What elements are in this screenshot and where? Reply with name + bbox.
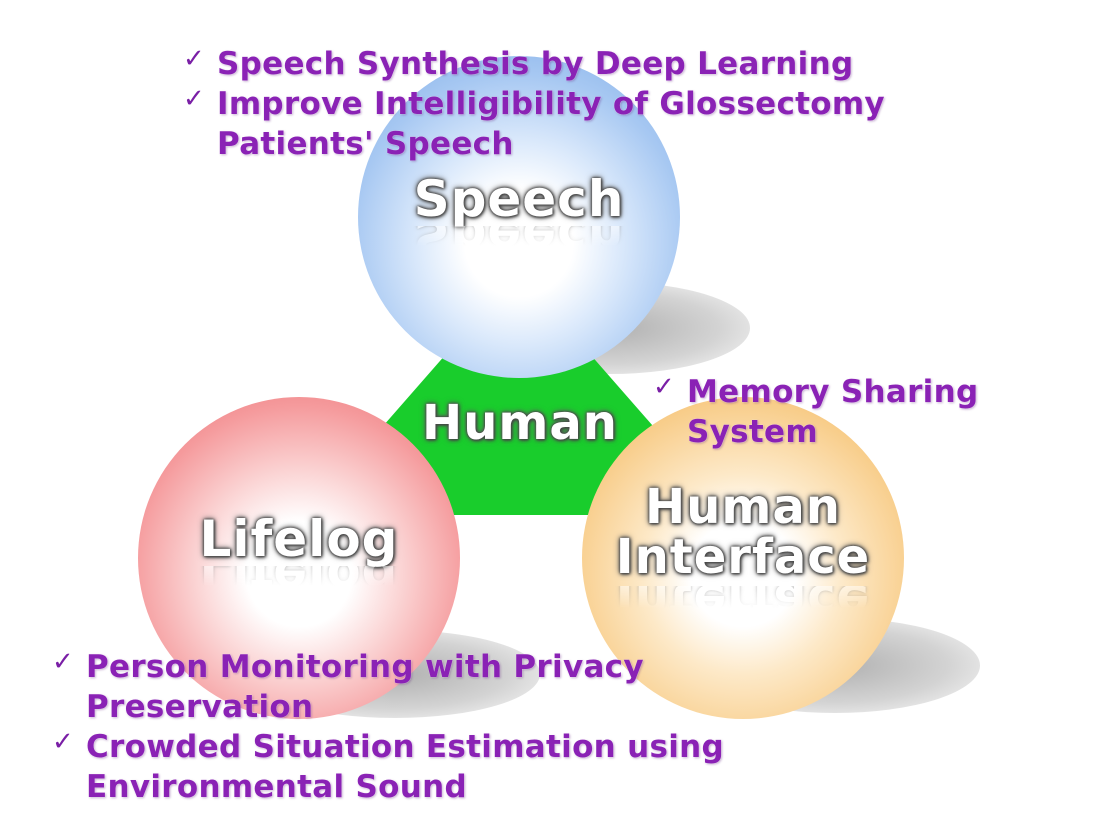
lifelog-bullet-list: ✓ Person Monitoring with Privacy Preserv…: [52, 647, 772, 807]
bullet-text: Improve Intelligibility of Glossectomy P…: [217, 86, 885, 162]
lifelog-label-reflection: Lifelog: [199, 566, 399, 602]
checkmark-icon: ✓: [52, 647, 74, 677]
human-interface-label: Human Interface: [582, 482, 904, 583]
checkmark-icon: ✓: [653, 372, 675, 402]
checkmark-icon: ✓: [52, 727, 74, 757]
human-interface-label-line2: Interface: [615, 529, 871, 586]
human-interface-bullet-list: ✓ Memory Sharing System: [653, 372, 1073, 452]
bullet-text: Crowded Situation Estimation using Envir…: [86, 729, 725, 805]
speech-label-reflection: Speech: [413, 226, 625, 262]
bullet-text: Person Monitoring with Privacy Preservat…: [86, 649, 644, 725]
lifelog-sphere: [138, 397, 460, 719]
checkmark-icon: ✓: [183, 84, 205, 114]
speech-sphere: [358, 56, 680, 378]
lifelog-label: Lifelog: [199, 510, 399, 568]
bullet-text: Speech Synthesis by Deep Learning: [217, 46, 854, 82]
human-interface-label-line1: Human: [645, 479, 841, 535]
human-interface-label-reflection: Interface: [615, 586, 871, 626]
bullet-text: Memory Sharing System: [687, 374, 979, 450]
list-item: ✓ Speech Synthesis by Deep Learning: [183, 44, 943, 84]
checkmark-icon: ✓: [183, 44, 205, 74]
center-label: Human: [422, 395, 618, 451]
list-item: ✓ Memory Sharing System: [653, 372, 1073, 452]
speech-bullet-list: ✓ Speech Synthesis by Deep Learning ✓ Im…: [183, 44, 943, 164]
human-interface-sphere: [582, 397, 904, 719]
speech-label: Speech: [413, 170, 625, 228]
list-item: ✓ Improve Intelligibility of Glossectomy…: [183, 84, 943, 164]
list-item: ✓ Crowded Situation Estimation using Env…: [52, 727, 772, 807]
list-item: ✓ Person Monitoring with Privacy Preserv…: [52, 647, 772, 727]
